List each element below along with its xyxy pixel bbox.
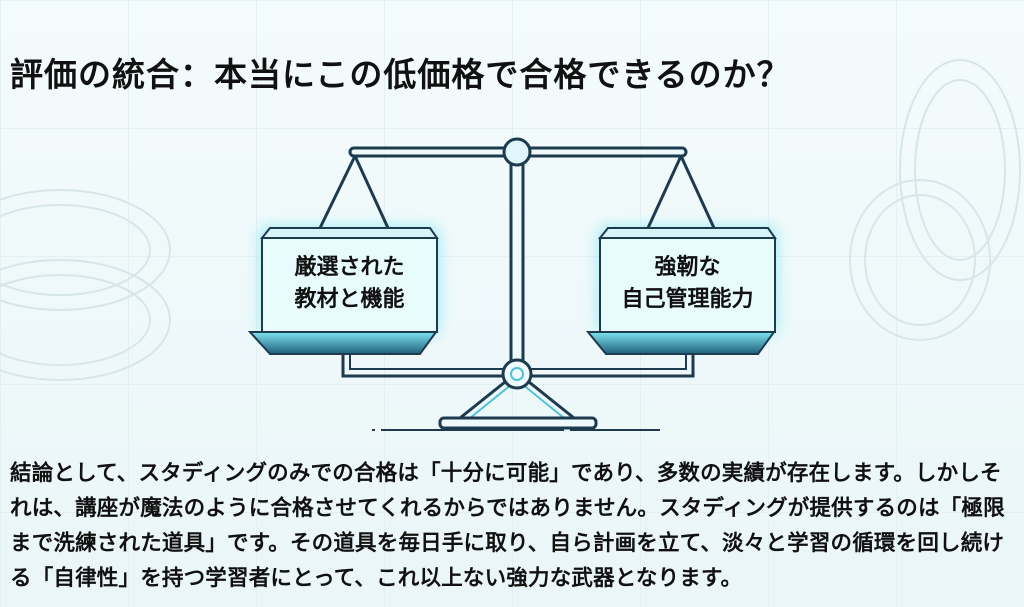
right-pan-line1: 強靭な <box>654 255 721 280</box>
right-pan-line2: 自己管理能力 <box>621 287 754 312</box>
left-strings <box>318 154 390 230</box>
base-legs-accent <box>469 383 565 419</box>
left-box <box>247 227 439 355</box>
left-pan-line2: 教材と機能 <box>294 287 405 312</box>
left-pan-line1: 厳選された <box>294 255 405 280</box>
post <box>509 160 525 364</box>
top-pivot <box>502 137 532 167</box>
right-pan-label: 強靭な 自己管理能力 <box>600 252 775 316</box>
right-pan <box>585 331 776 355</box>
page-title: 評価の統合：本当にこの低価格で合格できるのか？ <box>10 55 791 94</box>
decorative-loops-left <box>0 189 171 381</box>
right-box <box>585 227 777 355</box>
bottom-pivot <box>501 358 533 390</box>
left-pan <box>247 331 438 355</box>
decorative-loops-right <box>849 59 1021 341</box>
right-strings <box>646 154 716 230</box>
base-plate <box>438 416 598 430</box>
base-legs <box>458 376 576 420</box>
conclusion-text: 結論として、スタディングのみでの合格は「十分に可能」であり、多数の実績が存在しま… <box>10 461 1005 591</box>
left-pan-label: 厳選された 教材と機能 <box>262 252 437 316</box>
bottom-pivot-inner <box>510 367 524 381</box>
